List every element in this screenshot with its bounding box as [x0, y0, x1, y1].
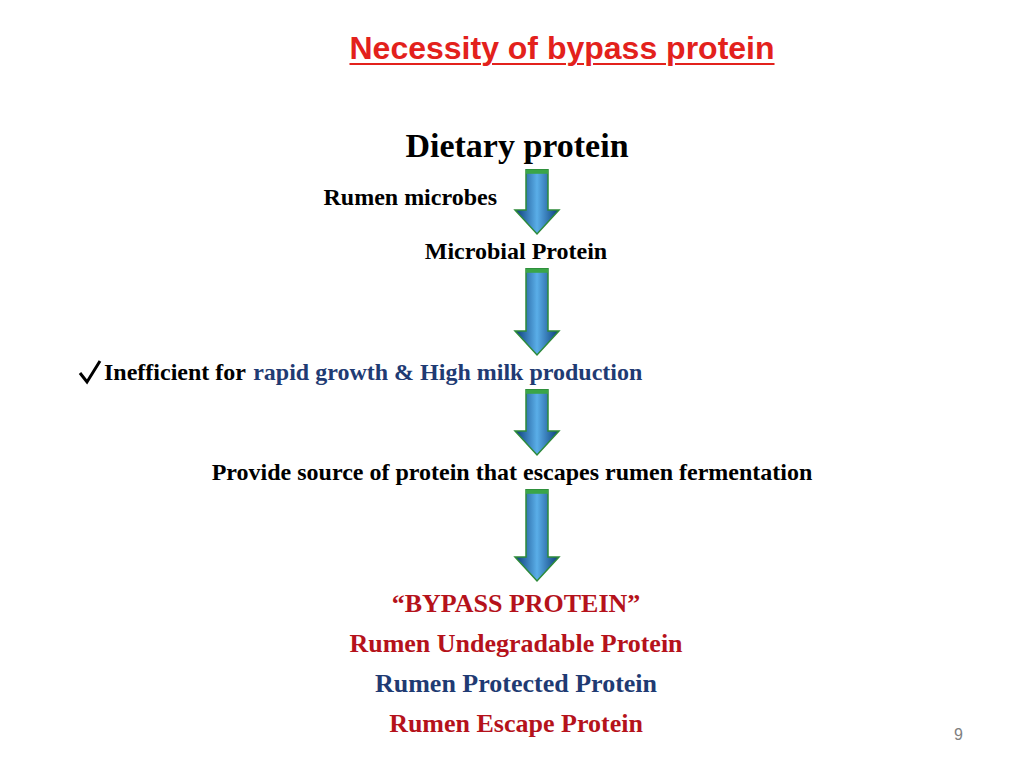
page-number: 9: [954, 726, 963, 744]
arrow-body: [515, 490, 559, 581]
arrow-label: Rumen microbes: [323, 184, 497, 211]
flow-step: Dietary protein: [405, 126, 628, 167]
step-text: Rumen Undegradable Protein: [349, 624, 682, 664]
slide-title: Necessity of bypass protein: [349, 30, 774, 67]
flow-step: Microbial Protein: [425, 237, 607, 266]
arrow-body: [515, 170, 559, 234]
flow-step: Provide source of protein that escapes r…: [212, 458, 813, 487]
arrow-cap: [526, 390, 548, 394]
block-arrow: [515, 490, 559, 581]
arrow-cap: [526, 490, 548, 494]
step-text: rapid growth & High milk production: [253, 359, 642, 385]
block-arrow: [515, 390, 559, 455]
step-text: Rumen Escape Protein: [349, 704, 682, 744]
arrow-body: [515, 269, 559, 355]
block-arrow: [515, 170, 559, 234]
step-text: Dietary protein: [405, 126, 628, 167]
step-text: Provide source of protein that escapes r…: [212, 458, 813, 487]
arrow-cap: [526, 269, 548, 273]
step-text: Microbial Protein: [425, 237, 607, 266]
check-mark: [80, 361, 100, 382]
block-arrow: [515, 269, 559, 355]
flow-step: “BYPASS PROTEIN”Rumen Undegradable Prote…: [349, 584, 682, 744]
step-text: Rumen Protected Protein: [349, 664, 682, 704]
step-text: Inefficient for: [104, 359, 246, 385]
arrow-cap: [526, 170, 548, 174]
flow-step: Inefficient for rapid growth & High milk …: [104, 358, 642, 387]
step-text: “BYPASS PROTEIN”: [349, 584, 682, 624]
arrow-body: [515, 390, 559, 455]
